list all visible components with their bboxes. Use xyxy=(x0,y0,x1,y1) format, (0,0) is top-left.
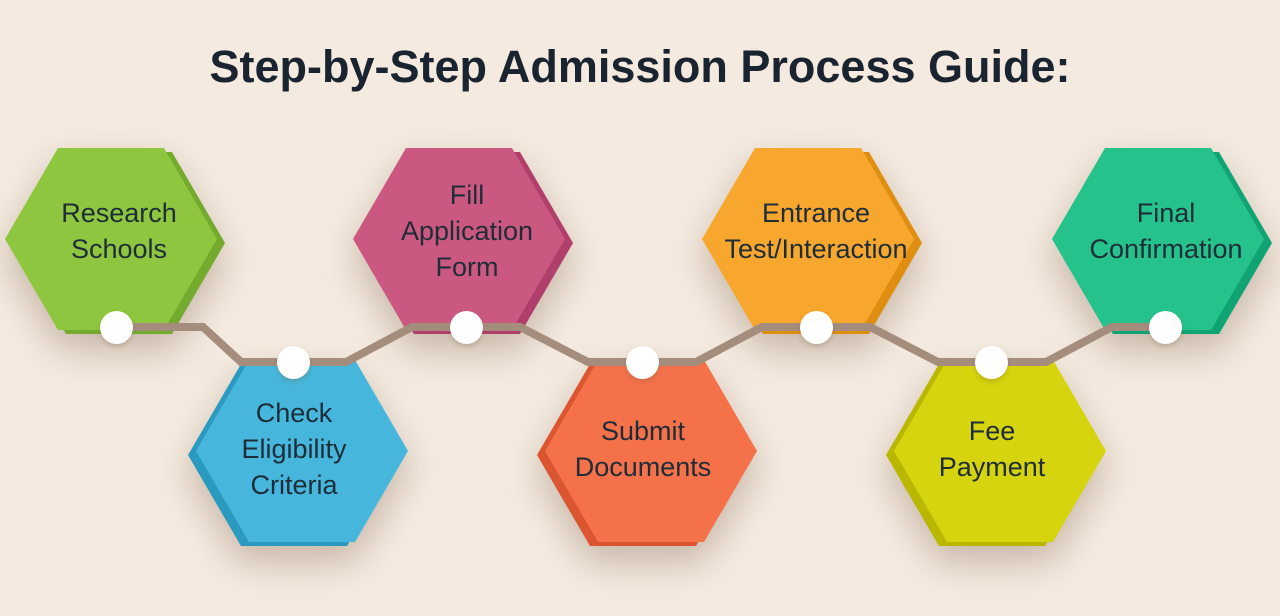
connector-node-dot-2 xyxy=(277,346,310,379)
step-hexagon-fee-payment: Fee Payment xyxy=(886,360,1106,546)
connector-node-dot-6 xyxy=(975,346,1008,379)
step-label-final-confirmation: Final Confirmation xyxy=(1089,198,1243,264)
hexagon-face xyxy=(1052,148,1264,330)
connector-node-dot-5 xyxy=(800,311,833,344)
step-label-entrance-test: Entrance Test/Interaction xyxy=(724,198,908,264)
step-label-check-eligibility: Check Eligibility Criteria xyxy=(241,398,347,500)
step-hexagon-submit-documents: Submit Documents xyxy=(537,360,757,546)
step-label-fee-payment: Fee Payment xyxy=(938,416,1046,482)
connector-node-dot-7 xyxy=(1149,311,1182,344)
connector-node-dot-4 xyxy=(626,346,659,379)
step-hexagon-check-eligibility: Check Eligibility Criteria xyxy=(188,360,408,546)
page-title: Step-by-Step Admission Process Guide: xyxy=(209,41,1071,92)
step-hexagon-research-schools: Research Schools xyxy=(5,148,225,334)
hexagon-face xyxy=(196,360,408,542)
step-label-research-schools: Research Schools xyxy=(61,198,177,264)
step-label-fill-application: Fill Application Form xyxy=(400,180,534,282)
step-hexagon-fill-application: Fill Application Form xyxy=(353,148,573,334)
step-label-submit-documents: Submit Documents xyxy=(574,416,712,482)
connector-node-dot-3 xyxy=(450,311,483,344)
step-hexagon-final-confirmation: Final Confirmation xyxy=(1052,148,1272,334)
step-hexagon-entrance-test: Entrance Test/Interaction xyxy=(702,148,922,334)
connector-node-dot-1 xyxy=(100,311,133,344)
